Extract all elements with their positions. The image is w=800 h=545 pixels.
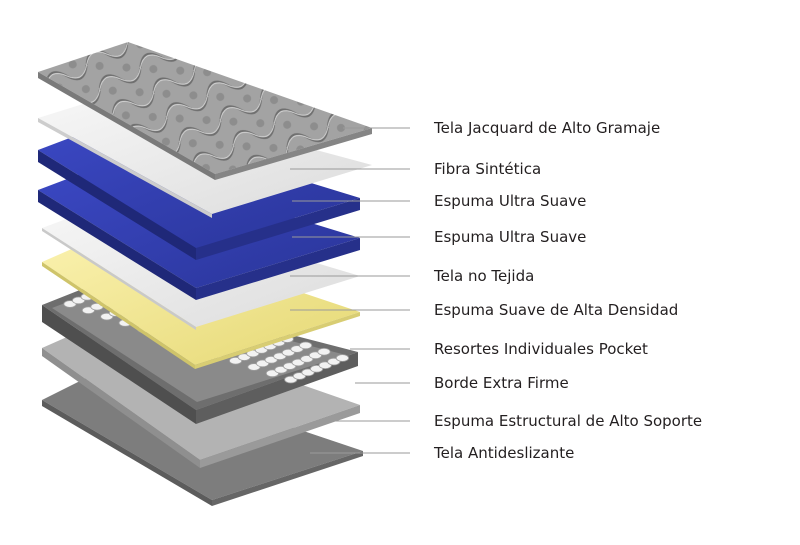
layer-jacquard [38, 42, 372, 180]
pocket-spring [317, 347, 331, 356]
leader-lines [290, 127, 410, 454]
layer-label: Fibra Sintética [434, 160, 541, 178]
layer-label: Espuma Estructural de Alto Soporte [434, 412, 702, 430]
layer-label: Borde Extra Firme [434, 374, 569, 392]
pocket-spring [335, 354, 349, 362]
layer-label: Espuma Suave de Alta Densidad [434, 301, 678, 319]
layer-label: Espuma Ultra Suave [434, 228, 586, 246]
layer-label: Tela no Tejida [433, 267, 534, 285]
pocket-spring [298, 341, 313, 350]
layer-label: Resortes Individuales Pocket [434, 340, 648, 358]
layer-label: Tela Jacquard de Alto Gramaje [433, 119, 660, 137]
layer-label: Tela Antideslizante [433, 444, 574, 462]
layer-label: Espuma Ultra Suave [434, 192, 586, 210]
